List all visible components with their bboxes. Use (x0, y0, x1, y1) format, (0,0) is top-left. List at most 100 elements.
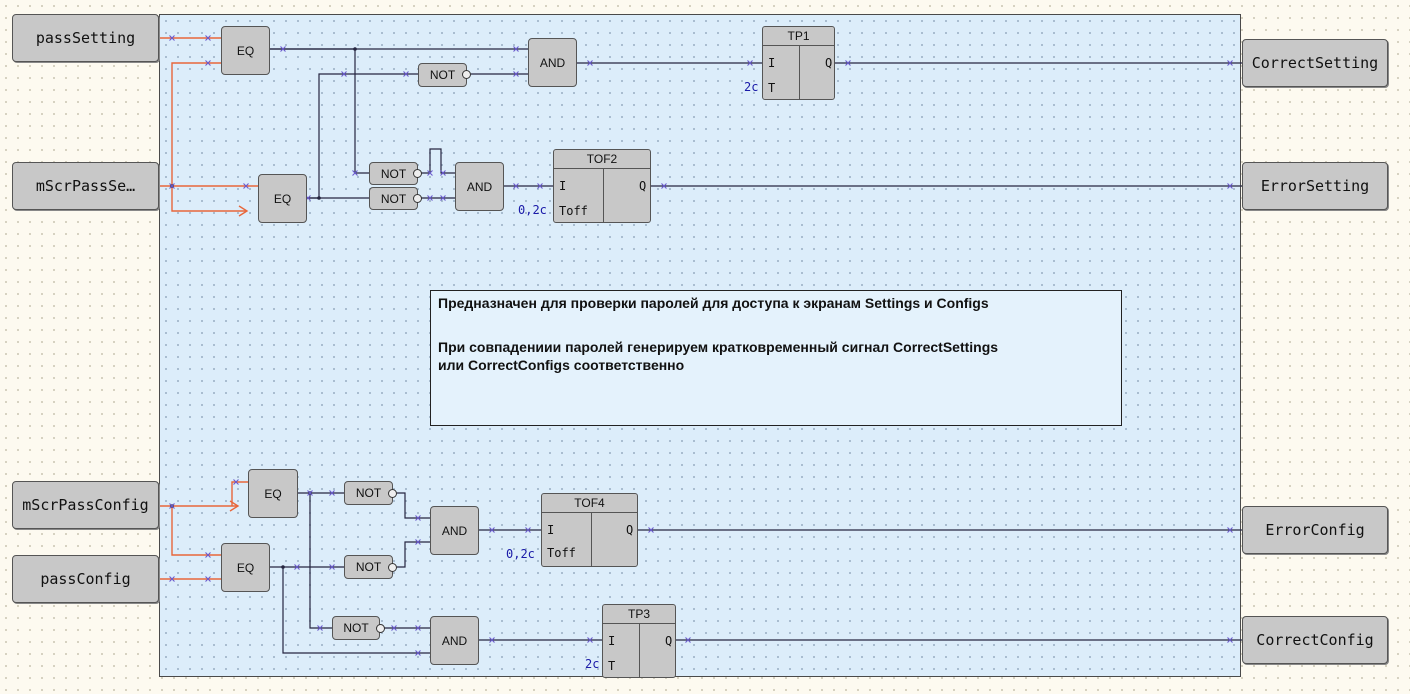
note-line-1: Предназначен для проверки паролей для до… (438, 295, 989, 311)
pin-marker (489, 527, 495, 533)
pin-marker (294, 564, 300, 570)
pin-marker (341, 71, 347, 77)
tp1-pin-t: T (768, 81, 776, 95)
pin-marker (243, 183, 249, 189)
pin-marker (205, 552, 211, 558)
tof2-pin-t: Toff (559, 204, 588, 218)
pin-marker (513, 183, 519, 189)
not-block-4[interactable]: NOT (344, 481, 393, 505)
pin-marker (205, 35, 211, 41)
input-mscr-pass-config[interactable]: mScrPassConfig (12, 481, 159, 529)
tof4-timer-block[interactable]: TOF4 I Toff Q (541, 493, 638, 567)
pin-marker (169, 576, 175, 582)
pin-marker (280, 46, 286, 52)
input-pass-setting[interactable]: passSetting (12, 14, 159, 62)
pin-marker (415, 650, 421, 656)
tof2-divider (603, 168, 604, 222)
output-error-config[interactable]: ErrorConfig (1242, 506, 1388, 554)
pin-marker (747, 60, 753, 66)
not-bubble-4 (388, 489, 397, 498)
pin-marker (513, 46, 519, 52)
pin-marker (317, 625, 323, 631)
tp1-divider (799, 45, 800, 99)
pin-marker (648, 527, 654, 533)
pin-marker (1227, 637, 1233, 643)
and-block-1[interactable]: AND (528, 38, 577, 87)
tp3-pin-in: I (608, 634, 616, 648)
pin-marker (169, 183, 175, 189)
pin-marker (329, 564, 335, 570)
and-block-4[interactable]: AND (430, 616, 479, 665)
eq-block-2[interactable]: EQ (258, 174, 307, 223)
pin-marker (1227, 60, 1233, 66)
tp3-param[interactable]: 2с (585, 657, 600, 671)
not-block-1[interactable]: NOT (418, 63, 467, 87)
tp3-divider (639, 623, 640, 677)
and-block-3[interactable]: AND (430, 506, 479, 555)
pin-marker (427, 195, 433, 201)
output-error-setting[interactable]: ErrorSetting (1242, 162, 1388, 210)
pin-marker (329, 490, 335, 496)
pin-marker (415, 539, 421, 545)
pin-marker (1227, 527, 1233, 533)
description-note[interactable]: Предназначен для проверки паролей для до… (430, 290, 1122, 426)
pin-marker (415, 625, 421, 631)
pin-marker (489, 637, 495, 643)
not-block-2[interactable]: NOT (369, 162, 418, 185)
tof4-title: TOF4 (542, 494, 637, 513)
not-block-3[interactable]: NOT (369, 187, 418, 210)
tp1-pin-in: I (768, 56, 776, 70)
not-bubble-1 (462, 70, 471, 79)
pin-marker (205, 576, 211, 582)
tp3-pin-t: T (608, 659, 616, 673)
pin-marker (440, 170, 446, 176)
pin-marker (169, 35, 175, 41)
pin-marker (427, 170, 433, 176)
pin-marker (233, 479, 239, 485)
and-block-2[interactable]: AND (455, 162, 504, 211)
output-correct-config[interactable]: CorrectConfig (1242, 616, 1388, 664)
tof2-pin-in: I (559, 179, 567, 193)
pin-marker (415, 515, 421, 521)
eq-block-4[interactable]: EQ (221, 543, 270, 592)
tp1-param[interactable]: 2с (744, 80, 759, 94)
pin-marker (513, 71, 519, 77)
pin-marker (169, 503, 175, 509)
output-correct-setting[interactable]: CorrectSetting (1242, 39, 1388, 87)
input-pass-config[interactable]: passConfig (12, 555, 159, 603)
note-spacer (438, 312, 1114, 338)
not-bubble-5 (388, 563, 397, 572)
tp1-pin-out: Q (825, 56, 833, 70)
tp1-timer-block[interactable]: TP1 I T Q (762, 26, 835, 100)
not-bubble-2 (413, 169, 422, 178)
pin-marker (587, 60, 593, 66)
pin-marker (307, 490, 313, 496)
not-block-5[interactable]: NOT (344, 555, 393, 579)
tof4-pin-in: I (547, 523, 555, 537)
pin-marker (440, 195, 446, 201)
note-line-2: При совпадениии паролей генерируем кратк… (438, 339, 999, 355)
eq-block-3[interactable]: EQ (248, 469, 298, 518)
tof2-timer-block[interactable]: TOF2 I Toff Q (553, 149, 651, 223)
tp3-timer-block[interactable]: TP3 I T Q (602, 604, 676, 678)
pin-marker (587, 637, 593, 643)
tof4-pin-out: Q (626, 523, 634, 537)
pin-marker (352, 170, 358, 176)
tof4-param[interactable]: 0,2с (506, 547, 535, 561)
pin-marker (845, 60, 851, 66)
tof2-param[interactable]: 0,2с (518, 203, 547, 217)
pin-marker (661, 183, 667, 189)
not-bubble-3 (413, 194, 422, 203)
tof2-pin-out: Q (639, 179, 647, 193)
pin-marker (525, 527, 531, 533)
not-block-6[interactable]: NOT (332, 616, 380, 640)
pin-marker (685, 637, 691, 643)
pin-marker (391, 625, 397, 631)
tof4-divider (591, 512, 592, 566)
pin-marker (1227, 183, 1233, 189)
input-mscr-pass-setting[interactable]: mScrPassSe… (12, 162, 159, 210)
pin-marker (205, 60, 211, 66)
pin-marker (403, 71, 409, 77)
eq-block-1[interactable]: EQ (221, 26, 270, 75)
